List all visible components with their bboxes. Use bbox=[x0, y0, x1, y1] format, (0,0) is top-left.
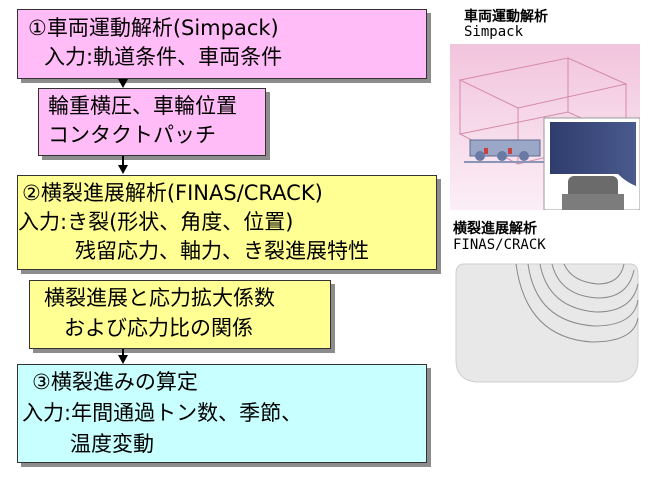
step2-box: ②横裂進展解析(FINAS/CRACK) 入力:き裂(形状、角度、位置) 残留応… bbox=[17, 175, 437, 270]
crack-analysis-image bbox=[455, 263, 639, 383]
connector-3 bbox=[122, 349, 124, 357]
step2-input2: 残留応力、軸力、き裂進展特性 bbox=[75, 239, 369, 263]
arrow-2-icon bbox=[118, 165, 128, 174]
step1-title: ①車両運動解析(Simpack) bbox=[28, 16, 279, 40]
arrow-3-icon bbox=[118, 355, 128, 364]
step3-input2: 温度変動 bbox=[70, 432, 154, 456]
step2-title: ②横裂進展解析(FINAS/CRACK) bbox=[22, 181, 323, 205]
step1-box: ①車両運動解析(Simpack) 入力:軌道条件、車両条件 bbox=[17, 9, 427, 79]
step2-input1: 入力:き裂(形状、角度、位置) bbox=[18, 210, 294, 234]
step3-box: ③横裂進みの算定 入力:年間通過トン数、季節、 温度変動 bbox=[17, 364, 427, 463]
output1-line1: 輪重横圧、車輪位置 bbox=[48, 94, 237, 118]
figure1-caption-2: Simpack bbox=[464, 24, 524, 40]
connector-2 bbox=[122, 156, 124, 166]
output1-line2: コンタクトパッチ bbox=[48, 123, 216, 147]
output2-line1: 横裂進展と応力拡大係数 bbox=[44, 286, 275, 310]
step3-input1: 入力:年間通過トン数、季節、 bbox=[22, 401, 303, 425]
arrow-1-icon bbox=[118, 79, 128, 88]
figure1-caption-1: 車両運動解析 bbox=[464, 9, 548, 25]
output2-line2: および応力比の関係 bbox=[64, 316, 253, 340]
step3-title: ③横裂進みの算定 bbox=[32, 370, 198, 394]
figure2-caption-2: FINAS/CRACK bbox=[453, 237, 546, 253]
output1-box: 輪重横圧、車輪位置 コンタクトパッチ bbox=[38, 88, 266, 156]
vehicle-simulation-image bbox=[450, 44, 640, 210]
output2-box: 横裂進展と応力拡大係数 および応力比の関係 bbox=[29, 280, 331, 349]
step1-input: 入力:軌道条件、車両条件 bbox=[44, 45, 283, 69]
figure2-caption-1: 横裂進展解析 bbox=[453, 221, 537, 237]
